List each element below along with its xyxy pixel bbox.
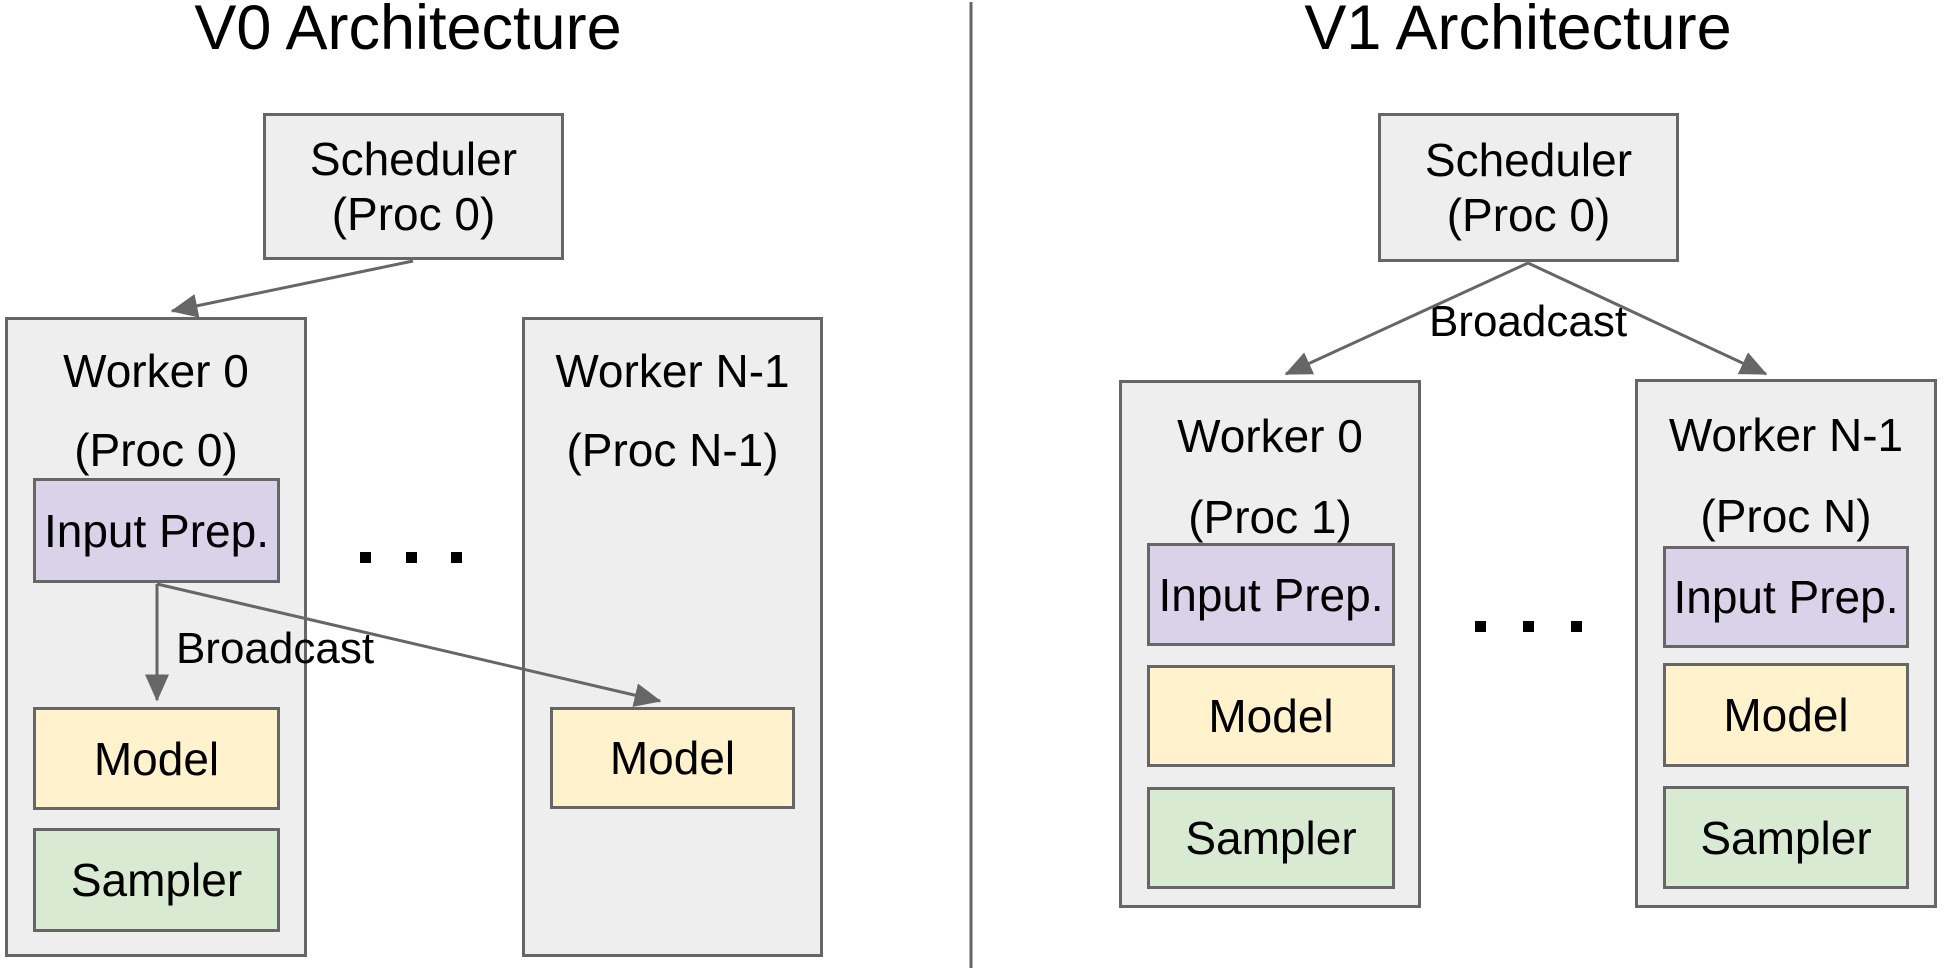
v1-worker0-input-prep-box: Input Prep. — [1147, 543, 1395, 646]
v1-workerN-input-prep-label: Input Prep. — [1673, 571, 1899, 623]
v0-arrow-scheduler-to-worker0 — [170, 259, 414, 318]
v0-workerN-label-line2: (Proc N-1) — [566, 424, 779, 476]
v1-workerN-sampler-box: Sampler — [1663, 786, 1909, 889]
v0-ellipsis-icon — [360, 551, 462, 563]
v1-panel-title: V1 Architecture — [1304, 0, 1732, 63]
v1-worker0-box: Worker 0 (Proc 1) Input Prep. Model Samp… — [1119, 380, 1421, 908]
v0-worker0-sampler-label: Sampler — [70, 854, 243, 906]
dot — [1475, 620, 1486, 632]
v0-worker0-label-line2: (Proc 0) — [74, 424, 238, 476]
v0-workerN-box: Worker N-1 (Proc N-1) Model — [522, 317, 823, 957]
v1-workerN-model-label: Model — [1723, 689, 1849, 741]
v0-worker0-label-line1: Worker 0 — [63, 345, 249, 397]
v1-broadcast-label: Broadcast — [1428, 297, 1628, 346]
dot — [405, 551, 417, 563]
v1-workerN-input-prep-box: Input Prep. — [1663, 546, 1909, 648]
v1-workerN-box: Worker N-1 (Proc N) Input Prep. Model Sa… — [1635, 379, 1937, 908]
v0-broadcast-label: Broadcast — [175, 624, 375, 673]
v1-workerN-label-line1: Worker N-1 — [1668, 409, 1904, 461]
v1-worker0-input-prep-label: Input Prep. — [1158, 568, 1384, 621]
dot — [451, 551, 462, 563]
v1-workerN-sampler-label: Sampler — [1700, 811, 1872, 864]
v1-worker0-model-label: Model — [1208, 690, 1334, 742]
v0-scheduler-label-line1: Scheduler — [309, 132, 518, 185]
v0-worker0-sampler-box: Sampler — [33, 828, 280, 932]
v0-scheduler-label-line2: (Proc 0) — [331, 187, 496, 240]
v0-worker0-input-prep-box: Input Prep. — [33, 478, 280, 583]
v1-worker0-model-box: Model — [1147, 665, 1395, 767]
v1-ellipsis-icon — [1475, 620, 1582, 632]
v0-workerN-model-box: Model — [550, 707, 795, 809]
v0-worker0-model-box: Model — [33, 707, 280, 810]
v0-panel-title: V0 Architecture — [194, 0, 622, 63]
v1-scheduler-label-line1: Scheduler — [1424, 133, 1633, 186]
v0-workerN-model-label: Model — [609, 732, 736, 784]
dot — [1523, 620, 1534, 632]
v1-worker0-sampler-box: Sampler — [1147, 787, 1395, 889]
v0-workerN-label-line1: Worker N-1 — [555, 345, 790, 397]
v1-workerN-model-box: Model — [1663, 663, 1909, 767]
v1-scheduler-label-line2: (Proc 0) — [1446, 188, 1611, 241]
v0-scheduler-box: Scheduler (Proc 0) — [263, 113, 564, 260]
v0-worker0-input-prep-label: Input Prep. — [43, 504, 270, 557]
v1-worker0-label-line1: Worker 0 — [1177, 410, 1363, 462]
v1-scheduler-box: Scheduler (Proc 0) — [1378, 113, 1679, 262]
dot — [360, 551, 371, 563]
v1-worker0-sampler-label: Sampler — [1185, 812, 1357, 864]
v0-worker0-model-label: Model — [93, 732, 220, 785]
dot — [1571, 620, 1582, 632]
v1-workerN-label-line2: (Proc N) — [1700, 490, 1872, 542]
v1-worker0-label-line2: (Proc 1) — [1188, 491, 1352, 543]
